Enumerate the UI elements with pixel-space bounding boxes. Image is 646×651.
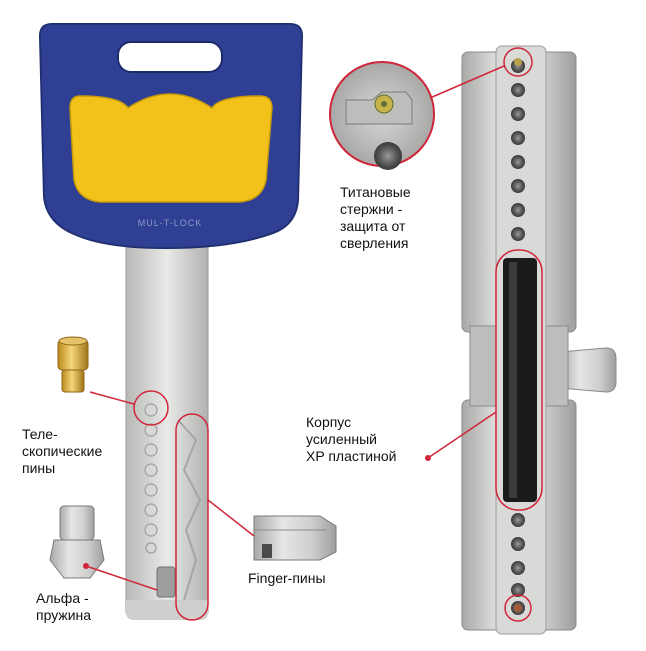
telescopic-pin-image [57, 336, 89, 393]
label-line: пины [22, 460, 56, 476]
key-ring-hole [117, 41, 223, 73]
label-line: Finger-пины [248, 570, 326, 586]
label-line: Корпус [306, 414, 352, 430]
key-side-channel [177, 419, 202, 601]
label-xp-plate: Корпус усиленный XP пластиной [306, 414, 396, 465]
label-line: защита от [340, 218, 406, 234]
label-alpha-spring: Альфа - пружина [36, 590, 91, 624]
callout-top-rod [503, 47, 533, 77]
key: MUL-T-LOCK [38, 23, 304, 620]
label-line: XP пластиной [306, 448, 397, 464]
label-line: скопические [22, 443, 103, 459]
finger-pin-image [253, 515, 337, 561]
label-titanium-rods: Титановые стержни - защита от сверления [340, 184, 411, 252]
alpha-spring-slider [156, 566, 176, 598]
xp-plate [503, 258, 537, 502]
lock-cylinder [461, 45, 617, 635]
label-line: стержни - [340, 201, 403, 217]
label-line: Теле- [22, 426, 58, 442]
label-line: Альфа - [36, 590, 89, 606]
label-finger-pins: Finger-пины [248, 570, 326, 587]
key-blade-tip [126, 600, 208, 620]
label-line: Титановые [340, 184, 411, 200]
label-line: пружина [36, 607, 92, 623]
cylinder-cam [559, 347, 617, 393]
label-line: сверления [340, 235, 409, 251]
key-insert [69, 93, 273, 203]
key-dimples [144, 403, 158, 554]
titanium-rod-zoom [329, 61, 435, 170]
key-brand-engraving: MUL-T-LOCK [138, 218, 203, 228]
alpha-spring-image [49, 505, 105, 579]
callout-finger-channel [175, 413, 209, 621]
label-telescopic-pins: Теле- скопические пины [22, 426, 102, 477]
callout-bottom-rod [504, 594, 532, 622]
callouts [85, 47, 543, 622]
label-line: усиленный [306, 431, 377, 447]
callout-xp-plate [495, 249, 543, 511]
callout-telescopic-pin [133, 390, 169, 426]
